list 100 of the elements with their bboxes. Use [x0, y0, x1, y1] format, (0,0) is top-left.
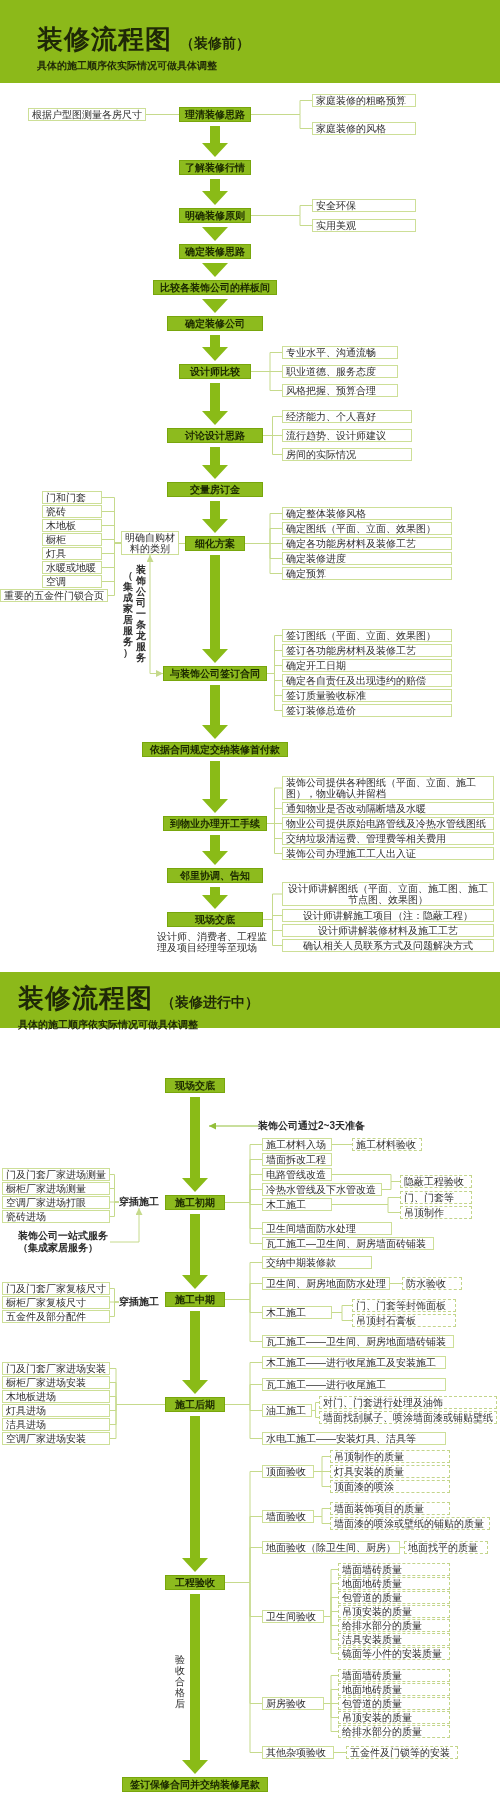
- item-box: 确定预算: [282, 567, 452, 580]
- item-box: 墙面验收: [262, 1510, 314, 1523]
- item-box: 水电工施工——安装灯具、洁具等: [262, 1432, 446, 1445]
- connector-line: [250, 371, 283, 391]
- detail-box: 隐蔽工程验收: [400, 1175, 472, 1188]
- item-box: 门及门套厂家复核尺寸: [2, 1282, 110, 1295]
- detail-box: 墙面找刮腻子、喷涂墙面漆或铺贴壁纸: [319, 1411, 497, 1424]
- item-box: 确定整体装修风格: [282, 507, 452, 520]
- connector-line: [266, 673, 283, 711]
- item-box: 职业道德、服务态度: [282, 365, 398, 378]
- step-box: 签订保修合同并交纳装修尾款: [122, 1777, 268, 1792]
- connector-line: [323, 1616, 339, 1654]
- item-box: 卫生间、厨房地面防水处理: [262, 1277, 390, 1290]
- item-box: 门及门套厂家进场安装: [2, 1362, 110, 1375]
- step-box: 现场交底: [165, 1078, 225, 1093]
- title-suffix: （装修进行中）: [161, 993, 259, 1012]
- item-box: 冷热水管线及下水管改造: [262, 1183, 382, 1196]
- detail-box: 墙面装饰项目的质量: [330, 1502, 450, 1515]
- step-box: 到物业办理开工手续: [163, 816, 267, 831]
- connector-line: [266, 823, 283, 854]
- detail-box: 吊顶安装的质量: [338, 1605, 450, 1618]
- item-box: 空调厂家进场安装: [2, 1432, 110, 1445]
- connector-line: [109, 1201, 120, 1217]
- item-box: 水暖或地暖: [42, 561, 102, 574]
- arrow: [208, 1122, 259, 1130]
- flow-arrow: [202, 447, 228, 479]
- item-box: 设计师讲解装修材料及施工工艺: [282, 924, 494, 937]
- detail-box: 吊顶安装的质量: [338, 1711, 450, 1724]
- detail-box: 地面地砖质量: [338, 1683, 450, 1696]
- item-box: 装饰公司办理施工工人出入证: [282, 847, 494, 860]
- item-box: 确定装修进度: [282, 552, 452, 565]
- step-box: 了解装修行情: [179, 160, 251, 175]
- connector-line: [262, 435, 283, 455]
- connector-line: [224, 1404, 263, 1439]
- item-box: 明确自购材料的类别: [121, 531, 179, 555]
- connector-line: [178, 543, 186, 544]
- step-box: 明确装修原则: [179, 208, 251, 223]
- title-text: 装修流程图: [18, 983, 153, 1013]
- item-box: 设计师讲解图纸（平面、立面、施工图、施工节点图、效果图）: [282, 882, 494, 906]
- step-box: 施工初期: [165, 1195, 225, 1210]
- step-box: 施工中期: [165, 1292, 225, 1307]
- connector-line: [224, 1299, 263, 1342]
- step-box: 设计师比较: [179, 364, 251, 379]
- item-box: 空调: [42, 575, 102, 588]
- header-band: [0, 972, 500, 1028]
- detail-box: 门、门套等: [400, 1191, 472, 1204]
- item-box: 签订质量验收标准: [282, 689, 452, 702]
- flow-arrow: [182, 1594, 208, 1774]
- step-box: 细化方案: [185, 536, 245, 551]
- flow-arrow: [202, 555, 228, 663]
- item-box: 灯具进场: [2, 1404, 110, 1417]
- detail-box: 镜面等小件的安装质量: [338, 1647, 450, 1660]
- step-box: 现场交底: [167, 912, 263, 927]
- flow-arrow: [182, 1214, 208, 1289]
- step-box: 讨论设计思路: [167, 428, 263, 443]
- item-box: 灯具: [42, 547, 102, 560]
- connector-line: [389, 1283, 403, 1284]
- item-box: 确定各功能房材料及装修工艺: [282, 537, 452, 550]
- item-box: 油工施工: [262, 1404, 312, 1417]
- connector-line: [250, 114, 313, 129]
- item-box: 确认相关人员联系方式及问题解决方式: [282, 939, 494, 952]
- item-box: 木地板进场: [2, 1390, 110, 1403]
- flow-arrow: [202, 383, 228, 425]
- item-box: 空调厂家进场打眼: [2, 1196, 110, 1209]
- item-box: 瓷砖: [42, 505, 102, 518]
- connector-line: [145, 114, 180, 115]
- connector-line: [224, 1582, 263, 1753]
- connector-line: [331, 1204, 401, 1213]
- subtitle-text: 具体的施工顺序依实际情况可做具体调整: [37, 60, 217, 72]
- item-box: 家庭装修的风格: [312, 122, 416, 135]
- detail-box: 五金件及门锁等的安装: [346, 1746, 458, 1759]
- item-box: 木工施工: [262, 1306, 332, 1319]
- item-box: 设计师讲解施工项目（注：隐蔽工程）: [282, 909, 494, 922]
- flow-arrow: [202, 685, 228, 739]
- detail-box: 地面地砖质量: [338, 1577, 450, 1590]
- connector-line: [399, 1547, 405, 1548]
- flow-arrow: [182, 1097, 208, 1192]
- item-box: 确定各自责任及出现违约的赔偿: [282, 674, 452, 687]
- detail-box: 包管道的质量: [338, 1591, 450, 1604]
- item-box: 五金件及部分配件: [2, 1310, 110, 1323]
- note-text: 装饰公司通过2~3天准备: [258, 1120, 365, 1132]
- item-box: 签订装修总造价: [282, 704, 452, 717]
- detail-box: 施工材料验收: [352, 1138, 422, 1151]
- detail-box: 给排水部分的质量: [338, 1725, 450, 1738]
- connector-line: [381, 1181, 401, 1190]
- item-box: 交纳垃圾清运费、管理费等相关费用: [282, 832, 494, 845]
- step-box: 依据合同规定交纳装修首付款: [142, 742, 288, 757]
- item-box: 瓦工施工——进行收尾施工: [262, 1378, 446, 1391]
- step-box: 施工后期: [165, 1397, 225, 1412]
- item-box: 家庭装修的粗略预算: [312, 94, 416, 107]
- beside-note: 设计师、消费者、工程监理及项目经理等至现场: [157, 931, 268, 953]
- item-box: 瓷砖进场: [2, 1210, 110, 1223]
- item-box: 卫生间验收: [262, 1610, 324, 1623]
- title-suffix: （装修前）: [180, 34, 250, 53]
- edge-label: 验收合格后: [175, 1653, 185, 1709]
- item-box: 门及门套厂家进场测量: [2, 1168, 110, 1181]
- detail-box: 包管道的质量: [338, 1697, 450, 1710]
- connector-line: [313, 1516, 331, 1524]
- item-box: 签订图纸（平面、立面、效果图）: [282, 629, 452, 642]
- step-box: 理清装修思路: [179, 107, 251, 122]
